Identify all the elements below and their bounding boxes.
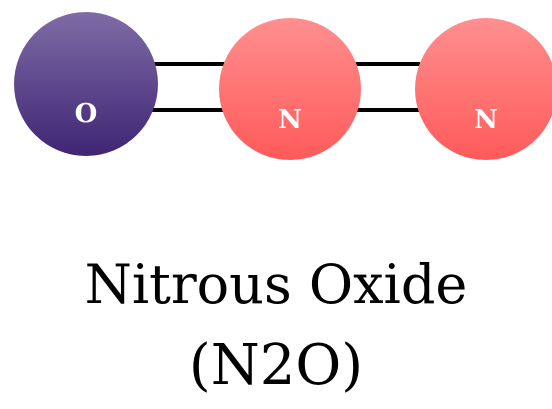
atom-nitrogen-2-label: N bbox=[474, 105, 498, 135]
atom-oxygen-circle bbox=[14, 12, 158, 156]
molecule-name: Nitrous Oxide bbox=[84, 253, 468, 316]
formula-open: (N bbox=[188, 333, 260, 398]
bond-o-n bbox=[150, 62, 225, 112]
atom-nitrogen-2: N bbox=[415, 18, 552, 160]
nitrous-oxide-molecule: O N N bbox=[14, 12, 552, 160]
molecule-formula: (N2O) bbox=[0, 338, 552, 394]
bond-n-n bbox=[355, 62, 420, 112]
atom-nitrogen-1: N bbox=[219, 18, 361, 160]
atom-oxygen-label: O bbox=[75, 99, 98, 129]
atom-nitrogen-1-label: N bbox=[278, 105, 302, 135]
atom-nitrogen-1-circle bbox=[219, 18, 361, 160]
atom-oxygen: O bbox=[14, 12, 158, 156]
formula-subscript: 2 bbox=[259, 333, 296, 398]
formula-close: O) bbox=[295, 333, 364, 398]
atom-nitrogen-2-circle bbox=[415, 18, 552, 160]
